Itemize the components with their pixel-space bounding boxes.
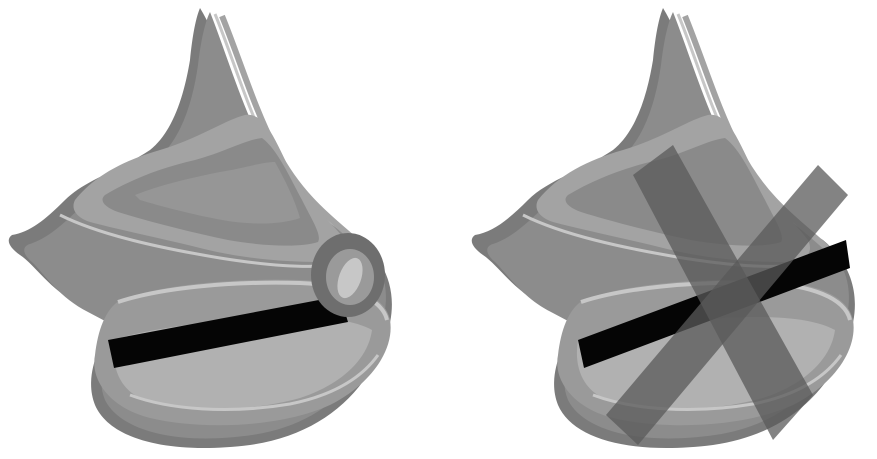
anatomy-diagram-right: [438, 0, 877, 459]
anatomy-diagram-left: [0, 0, 438, 459]
panel-right: [438, 0, 877, 459]
panel-left: [0, 0, 438, 459]
